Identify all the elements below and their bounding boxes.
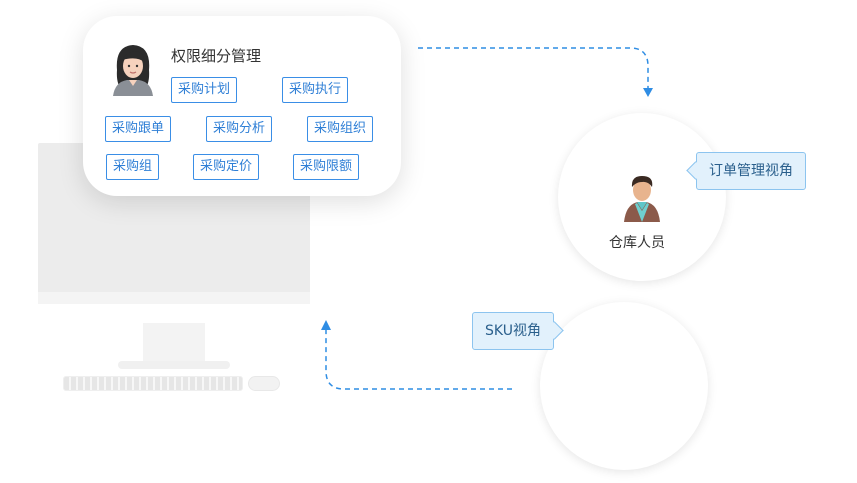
tag-purchase-limit[interactable]: 采购限额 — [293, 154, 360, 180]
arrow-head-icon — [321, 320, 331, 330]
keyboard-illustration — [63, 376, 243, 391]
permission-card-title: 权限细分管理 — [171, 47, 262, 65]
monitor-base — [118, 361, 230, 369]
sku-view-callout: SKU视角 — [472, 312, 554, 350]
monitor-stand — [143, 323, 205, 363]
monitor-bezel — [38, 292, 310, 304]
warehouse-role-label: 仓库人员 — [609, 235, 665, 251]
mouse-illustration — [248, 376, 280, 391]
female-avatar-icon — [113, 45, 153, 96]
order-management-view-callout: 订单管理视角 — [696, 152, 806, 190]
tag-purchase-plan[interactable]: 采购计划 — [171, 77, 238, 103]
connector-sku-to-monitor — [325, 330, 512, 390]
connector-card-to-warehouse — [418, 47, 649, 88]
tag-purchase-analysis[interactable]: 采购分析 — [206, 116, 273, 142]
tag-purchase-organization[interactable]: 采购组织 — [307, 116, 374, 142]
male-avatar-icon — [624, 176, 660, 222]
tag-purchase-execution[interactable]: 采购执行 — [282, 77, 349, 103]
tag-purchase-group[interactable]: 采购组 — [106, 154, 160, 180]
order-management-view-label: 订单管理视角 — [709, 163, 793, 179]
tag-purchase-follow-up[interactable]: 采购跟单 — [105, 116, 172, 142]
arrow-head-icon — [643, 88, 653, 97]
sku-view-label: SKU视角 — [485, 323, 541, 339]
tag-purchase-pricing[interactable]: 采购定价 — [193, 154, 260, 180]
sku-circle — [540, 302, 708, 470]
